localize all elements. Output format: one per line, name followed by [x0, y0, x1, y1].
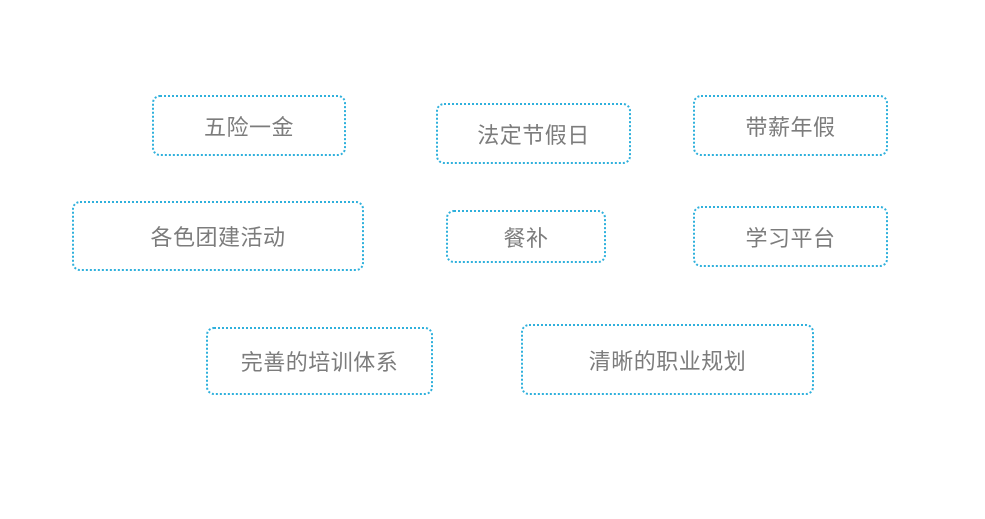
benefit-tag-label: 餐补 [503, 226, 549, 252]
benefit-tag-training-system: 完善的培训体系 [206, 327, 433, 395]
benefit-tag-career-planning: 清晰的职业规划 [521, 324, 814, 395]
benefit-tag-public-holidays: 法定节假日 [436, 103, 631, 164]
benefit-tag-label: 五险一金 [203, 115, 294, 141]
benefit-tag-label: 清晰的职业规划 [588, 349, 747, 375]
benefit-tag-label: 完善的培训体系 [240, 351, 399, 376]
benefit-tag-meal-allowance: 餐补 [446, 210, 606, 263]
benefit-tag-label: 法定节假日 [477, 123, 590, 149]
benefit-tag-insurance-fund: 五险一金 [152, 95, 346, 156]
benefit-tag-paid-annual-leave: 带薪年假 [693, 95, 888, 156]
benefit-tag-label: 各色团建活动 [150, 226, 286, 251]
benefit-tag-team-building: 各色团建活动 [72, 201, 364, 271]
benefit-tag-learning-platform: 学习平台 [693, 206, 888, 267]
benefit-tag-label: 带薪年假 [745, 115, 836, 141]
benefit-tag-label: 学习平台 [745, 226, 836, 252]
